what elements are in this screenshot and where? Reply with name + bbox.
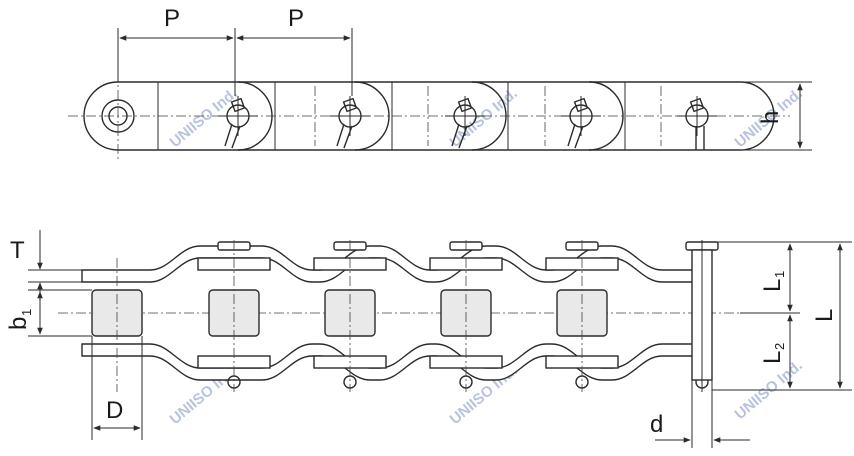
pin-head [561, 96, 601, 149]
pitch-dimensions: P P [117, 5, 353, 96]
thickness-label: T [10, 237, 25, 264]
inner-width-dimension: b 1 [5, 289, 92, 337]
watermark-text: UNIISO Ind. [167, 85, 241, 151]
plan-view: T b 1 D d [5, 230, 852, 448]
total-length-label: L [811, 309, 838, 322]
l1-label: L [759, 279, 786, 292]
pin-head [677, 96, 717, 150]
pitch-label: P [288, 5, 304, 32]
roller-center-lines [116, 240, 583, 392]
l2-subscript: 2 [772, 343, 787, 350]
pitch-label: P [164, 5, 180, 32]
pin-diameter-dimension: d [650, 380, 750, 448]
end-pin [691, 240, 713, 392]
roller-diameter-label: D [106, 397, 123, 424]
side-view: P P h [68, 5, 812, 160]
inner-width-subscript: 1 [19, 309, 34, 316]
pin-head [330, 96, 370, 149]
side-tick-marks [117, 72, 662, 160]
height-dimension: h [740, 81, 812, 151]
roller-diameter-dimension: D [91, 336, 143, 440]
l1-subscript: 1 [772, 271, 787, 278]
watermark-text: UNIISO Ind. [447, 85, 521, 151]
pin-head [218, 96, 258, 149]
pin-heads [218, 96, 717, 150]
pin-diameter-label: d [650, 411, 663, 438]
l2-label: L [759, 351, 786, 364]
height-label: h [757, 111, 784, 124]
link-joints [157, 81, 626, 151]
inner-width-label: b [5, 317, 32, 330]
length-dimensions: L 1 L 2 L [712, 241, 852, 391]
pin-head [445, 96, 485, 149]
